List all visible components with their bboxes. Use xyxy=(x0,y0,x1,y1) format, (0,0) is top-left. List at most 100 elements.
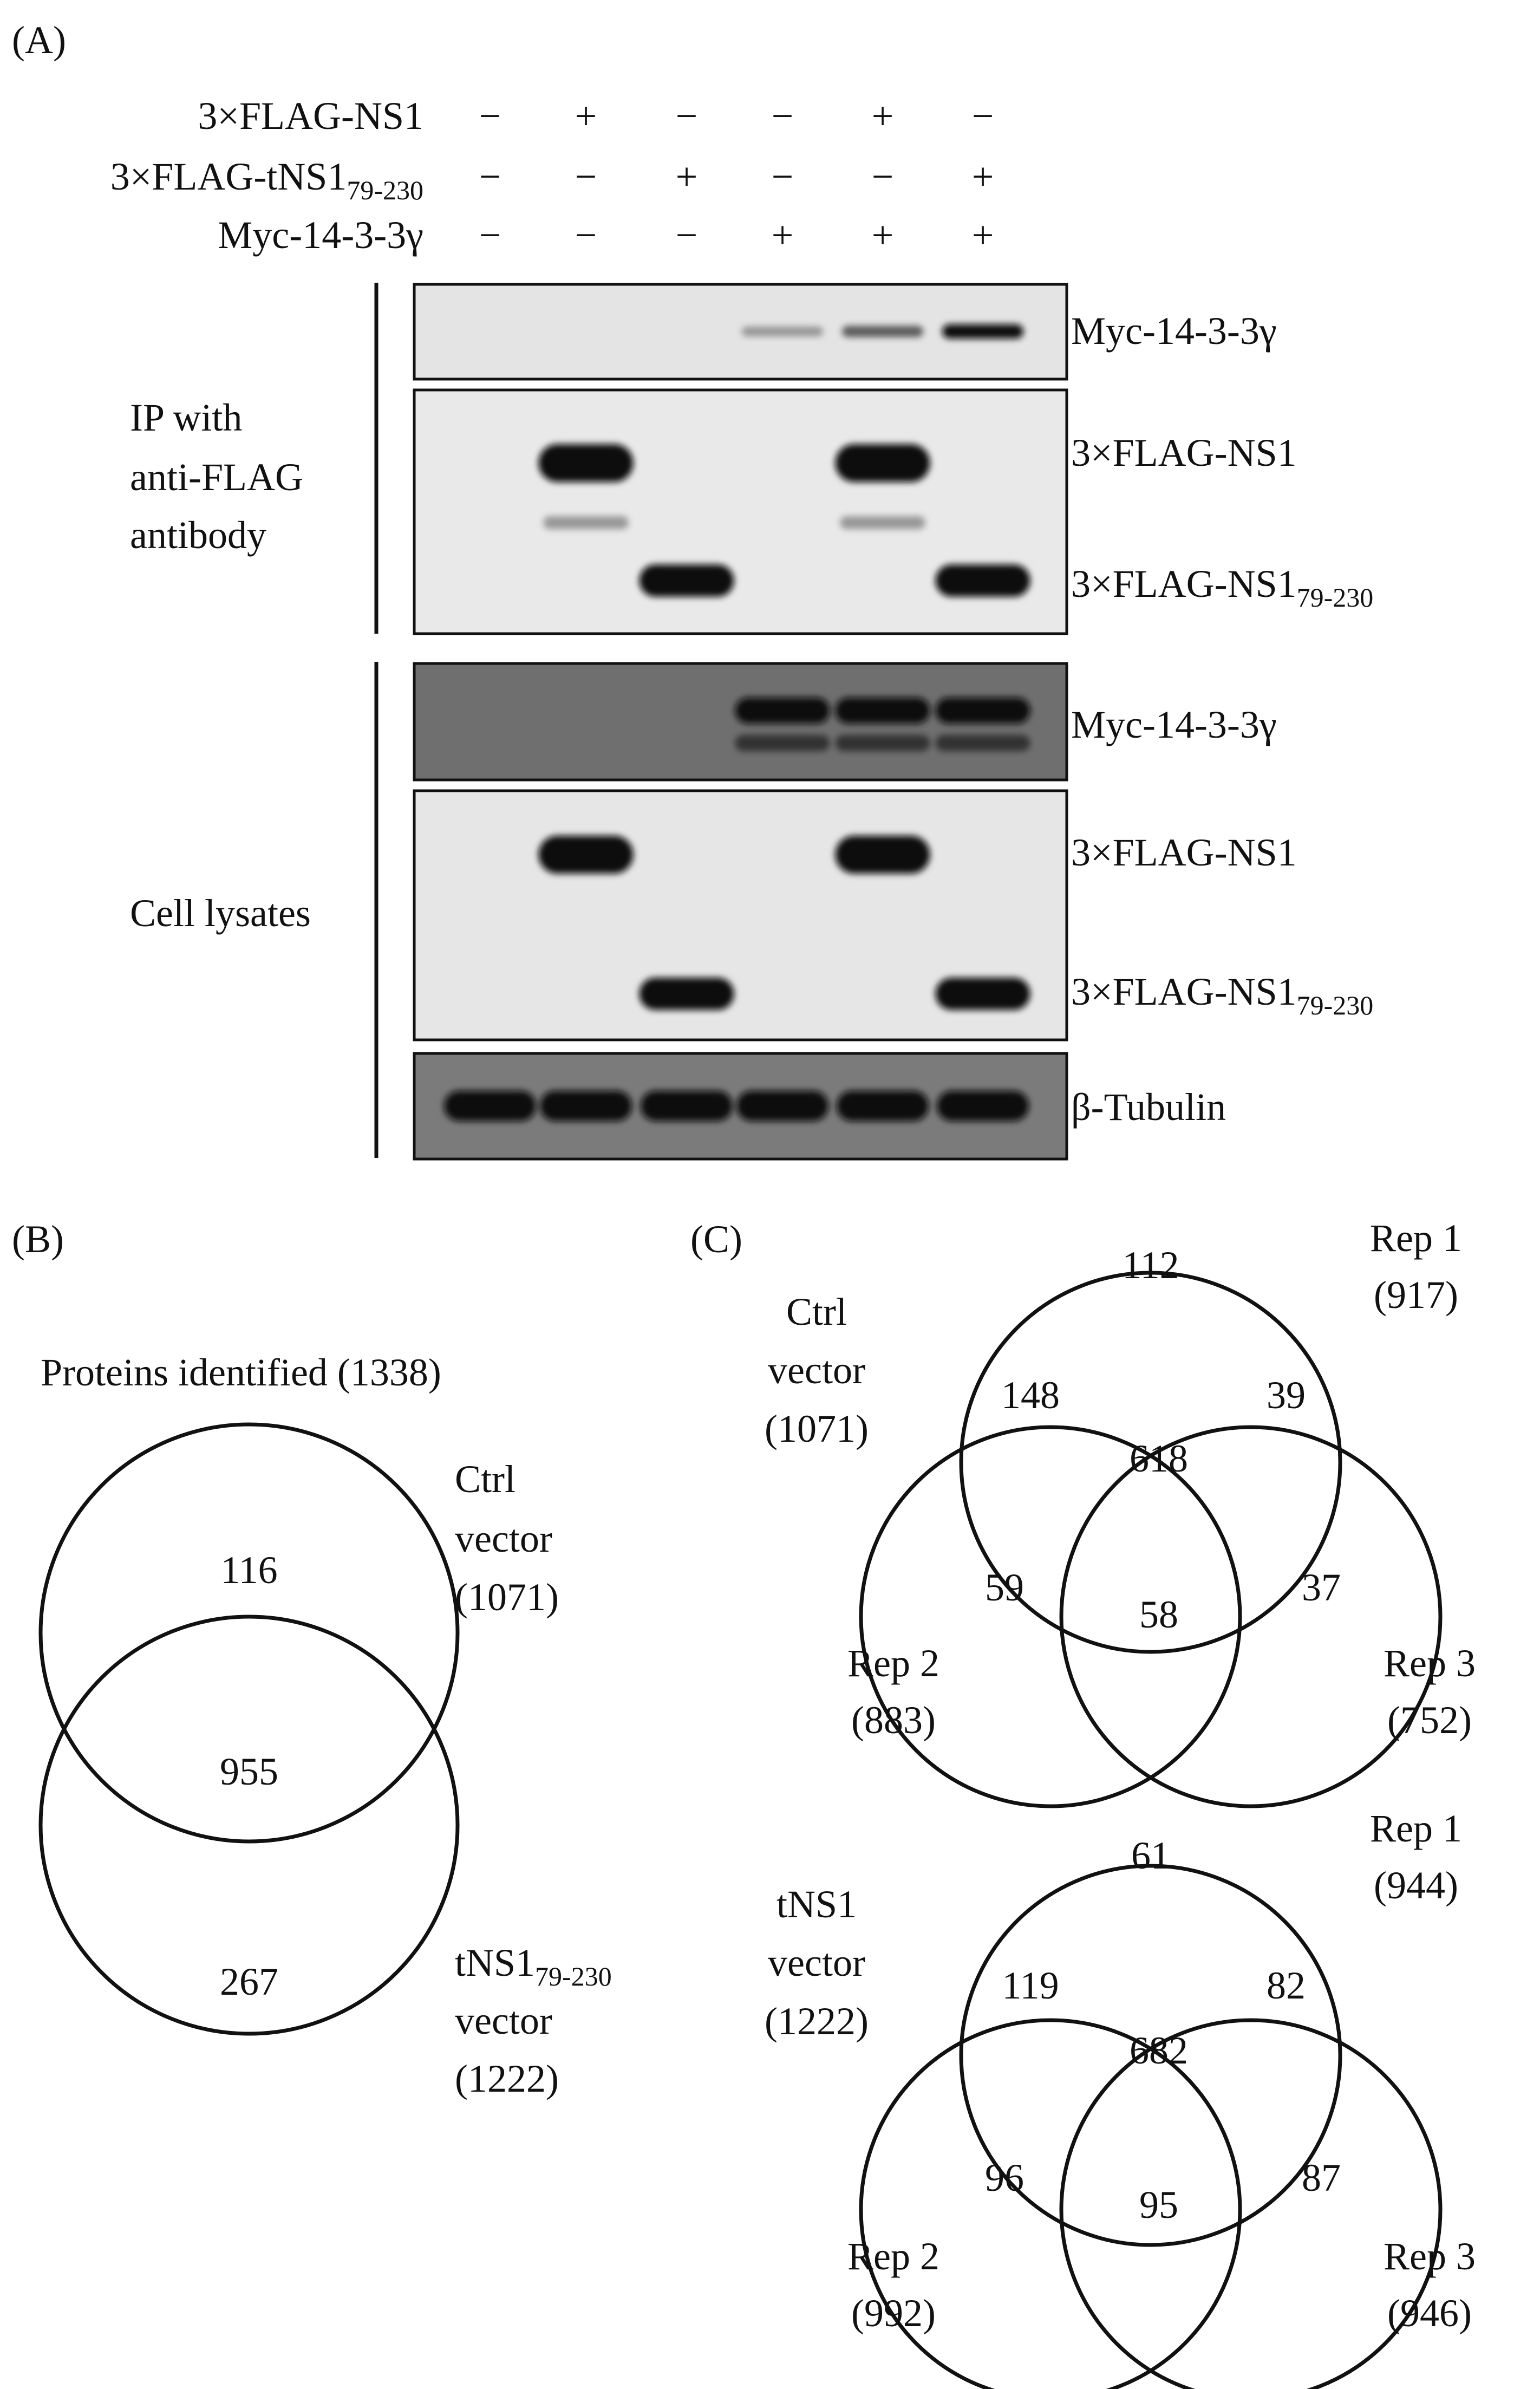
band-lys-tubulin-lane-4 xyxy=(736,1091,828,1121)
venn-c-1-rep3-line-1: Rep 3 xyxy=(1384,1642,1476,1685)
condition-name-1-text: 3×FLAG-NS1 xyxy=(198,94,423,138)
venn-c-2-circle-rep2 xyxy=(859,2018,1242,2389)
venn-c-2-rep3-line-2: (946) xyxy=(1387,2292,1472,2335)
band-ip-flag-lower-lane-6 xyxy=(935,564,1030,597)
sign-r1-l4: − xyxy=(772,94,794,138)
venn-c-2-region-only1: 61 xyxy=(1131,1834,1170,1877)
band-lys-tubulin-lane-2 xyxy=(540,1091,632,1121)
panel-c: (C) 112 148 39 618 59 58 37 Ctrl vector (1071) Rep… xyxy=(690,1216,1476,2389)
panel-c-label: (C) xyxy=(690,1218,742,1261)
band-lys-flag-lower-lane-3 xyxy=(639,978,734,1010)
venn-c-2-region-only2: 96 xyxy=(985,2156,1024,2199)
panel-a-label: (A) xyxy=(12,18,66,62)
band-lys-flag-upper-lane-5 xyxy=(835,836,930,874)
venn-c-2-rep2-line-1: Rep 2 xyxy=(847,2235,939,2278)
band-lys-flag-upper-lane-2 xyxy=(538,836,634,874)
blot-panels xyxy=(413,283,1068,1161)
venn-c-1-region-only3: 37 xyxy=(1302,1566,1341,1609)
venn-c-2-rep1-line-2: (944) xyxy=(1374,1864,1458,1907)
blot-frame-ip-flag xyxy=(413,388,1068,635)
band-lys-myc-lane-5 xyxy=(835,698,930,724)
band-lys-tubulin-lane-6 xyxy=(937,1091,1029,1121)
blot-lys-tubulin xyxy=(413,1052,1068,1161)
sign-r3-l4: + xyxy=(772,213,794,257)
venn-b-top-only: 116 xyxy=(220,1548,277,1592)
panel-a: (A) 3×FLAG-NS1 3×FLAG-tNS179-230 Myc-14-… xyxy=(12,18,1373,1161)
blot-label-ip-flag-tns1: 3×FLAG-NS179-230 xyxy=(1071,562,1373,613)
venn-c-1-group-line-3: (1071) xyxy=(765,1407,869,1450)
venn-c-2-group-line-1: tNS1 xyxy=(776,1883,857,1926)
band-lys-tubulin-lane-3 xyxy=(641,1091,733,1121)
band-ip-myc-lane-4 xyxy=(742,327,823,336)
venn-c-1-group-line-1: Ctrl xyxy=(786,1290,847,1333)
ip-label-line-3: antibody xyxy=(130,513,266,557)
set-tns1-line-3: (1222) xyxy=(455,2057,559,2100)
panel-b-title: Proteins identified (1338) xyxy=(41,1351,441,1394)
sign-r3-l5: + xyxy=(872,213,894,257)
venn-c-1-rep2-line-2: (883) xyxy=(851,1698,936,1742)
band-lys-flag-lower-lane-6 xyxy=(935,978,1030,1010)
sign-r1-l3: − xyxy=(676,94,698,138)
venn-c-1-group-line-2: vector xyxy=(768,1349,865,1392)
sign-r2-l4: − xyxy=(772,155,794,198)
sign-r2-l5: − xyxy=(872,155,894,198)
venn-c-1-region-r123: 618 xyxy=(1130,1437,1188,1480)
band-ip-flag-faint-lane-2 xyxy=(543,516,629,529)
sign-r3-l6: + xyxy=(972,213,994,257)
venn-c-1-circle-rep3 xyxy=(1059,1425,1443,1808)
venn-c-1-circle-rep2 xyxy=(859,1425,1242,1808)
band-lys-tubulin-lane-5 xyxy=(837,1091,929,1121)
ip-label-line-2: anti-FLAG xyxy=(130,455,303,499)
venn-c-1-rep3-line-2: (752) xyxy=(1387,1698,1472,1742)
sign-r1-l6: − xyxy=(972,94,994,138)
venn-b-bottom-only: 267 xyxy=(220,1960,278,2003)
venn-circle-tns1 xyxy=(38,1615,460,2036)
venn-c-1-region-r12: 148 xyxy=(1001,1373,1060,1417)
venn-c-2-group-line-2: vector xyxy=(768,1941,865,1984)
blot-label-tubulin: β-Tubulin xyxy=(1071,1085,1226,1129)
blot-ip-flag xyxy=(413,388,1068,635)
blot-label-ip-flag-tns1-sub: 79-230 xyxy=(1297,582,1374,613)
venn-c-1-rep2-line-1: Rep 2 xyxy=(847,1642,939,1685)
sign-r3-l3: − xyxy=(676,213,698,257)
venn-c-1-region-r13: 39 xyxy=(1267,1373,1306,1417)
venn-c-1-region-only1: 112 xyxy=(1122,1244,1179,1287)
venn-c-1-region-only2: 59 xyxy=(985,1566,1024,1609)
venn-c-2-circle-rep1 xyxy=(959,1864,1342,2247)
venn-c-2-group-line-3: (1222) xyxy=(765,2000,869,2043)
set-tns1-line-1-text: tNS1 xyxy=(455,1941,535,1984)
band-ip-myc-lane-6 xyxy=(942,324,1023,339)
set-tns1-sub: 79-230 xyxy=(535,1961,612,1991)
condition-row: 3×FLAG-NS1 3×FLAG-tNS179-230 Myc-14-3-3γ xyxy=(110,94,423,257)
blot-label-lys-flag-tns1-sub: 79-230 xyxy=(1297,990,1374,1020)
venn-c-1-rep1-line-2: (917) xyxy=(1374,1273,1458,1317)
venn-c-1-region-r23: 58 xyxy=(1139,1593,1178,1636)
blot-label-ip-myc: Myc-14-3-3γ xyxy=(1071,309,1277,353)
sign-grid: −+−−+−−−+−−+−−−+++ xyxy=(479,94,994,257)
set-ctrl-line-2: vector xyxy=(455,1517,552,1560)
venn-c-1-circle-rep1 xyxy=(959,1271,1342,1654)
venn-c-2-rep2-line-2: (992) xyxy=(851,2292,936,2335)
condition-name-3-text: Myc-14-3-3γ xyxy=(218,213,423,257)
sign-r1-l2: + xyxy=(575,94,597,138)
blot-labels: Myc-14-3-3γ 3×FLAG-NS1 3×FLAG-NS179-230 … xyxy=(1071,309,1373,1129)
condition-name-2-text: 3×FLAG-tNS1 xyxy=(110,155,347,198)
condition-name-2: 3×FLAG-tNS179-230 xyxy=(110,155,423,205)
sign-r1-l1: − xyxy=(479,94,501,138)
blot-label-ip-flag-ns1: 3×FLAG-NS1 xyxy=(1071,431,1297,474)
band-ip-flag-upper-lane-5 xyxy=(835,444,930,482)
condition-name-1: 3×FLAG-NS1 xyxy=(198,94,423,138)
venn-circle-ctrl xyxy=(38,1422,460,1844)
venn-c-2-region-r13: 82 xyxy=(1267,1964,1306,2007)
set-ctrl-line-1: Ctrl xyxy=(455,1457,515,1501)
sign-r2-l3: + xyxy=(676,155,698,198)
condition-name-3: Myc-14-3-3γ xyxy=(218,213,423,257)
band-ip-flag-lower-lane-3 xyxy=(639,564,734,597)
venn-c-2-rep3-line-1: Rep 3 xyxy=(1384,2235,1476,2278)
blot-label-lys-flag-tns1-text: 3×FLAG-NS1 xyxy=(1071,970,1297,1013)
blot-label-lys-myc: Myc-14-3-3γ xyxy=(1071,703,1277,746)
set-tns1-line-1: tNS179-230 xyxy=(455,1941,612,1991)
sign-r3-l2: − xyxy=(575,213,597,257)
